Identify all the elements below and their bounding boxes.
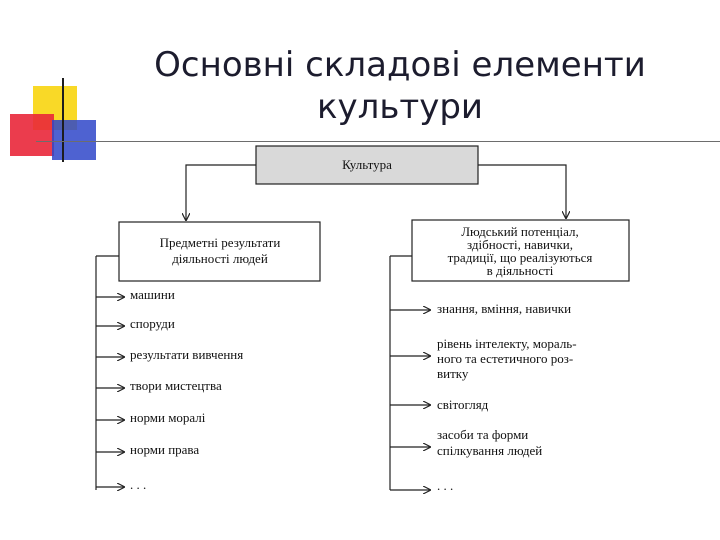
left-header-line: діяльності людей bbox=[172, 251, 268, 266]
right-item-label: . . . bbox=[437, 478, 453, 493]
right-item-label: рівень інтелекту, мораль- bbox=[437, 336, 577, 351]
left-item-label: результати вивчення bbox=[130, 347, 243, 362]
left-item-label: норми моралі bbox=[130, 410, 206, 425]
right-header-box bbox=[411, 219, 630, 282]
right-item-label: засоби та форми bbox=[437, 427, 528, 442]
slide-title-line-2: культури bbox=[316, 87, 484, 127]
left-item-label: машини bbox=[130, 287, 175, 302]
left-item-label: твори мистецтва bbox=[130, 378, 222, 393]
left-header-box bbox=[118, 221, 321, 282]
slide-title-line-1: Основні складові елементи bbox=[154, 45, 646, 85]
decor-vertical-line bbox=[62, 78, 64, 162]
right-header-line: Людський потенціал, bbox=[461, 224, 579, 239]
decor-horizontal-line bbox=[36, 141, 720, 142]
right-item-label: світогляд bbox=[437, 397, 489, 412]
right-item-label: ного та естетичного роз- bbox=[437, 351, 573, 366]
right-item-label: знання, вміння, навички bbox=[437, 301, 571, 316]
right-item-label: витку bbox=[437, 366, 469, 381]
left-item-label: . . . bbox=[130, 477, 146, 492]
decor-blue-square bbox=[52, 120, 96, 160]
left-item-label: споруди bbox=[130, 316, 175, 331]
right-header-line: в діяльності bbox=[487, 263, 554, 278]
left-header-line: Предметні результати bbox=[160, 235, 281, 250]
right-header-line: здібності, навички, bbox=[467, 237, 573, 252]
left-item-label: норми права bbox=[130, 442, 199, 457]
right-item-label: спілкування людей bbox=[437, 443, 542, 458]
right-header-line: традиції, що реалізуються bbox=[448, 250, 593, 265]
left-items-group: машини споруди результати вивчення твори ми… bbox=[96, 287, 243, 492]
root-to-right-arrow bbox=[478, 164, 566, 218]
decor-red-square bbox=[10, 114, 54, 156]
right-items-group: знання, вміння, навички рівень інтелекту,… bbox=[390, 301, 577, 493]
root-box bbox=[255, 145, 479, 185]
root-to-left-arrow bbox=[186, 164, 256, 220]
root-label: Культура bbox=[342, 157, 392, 172]
